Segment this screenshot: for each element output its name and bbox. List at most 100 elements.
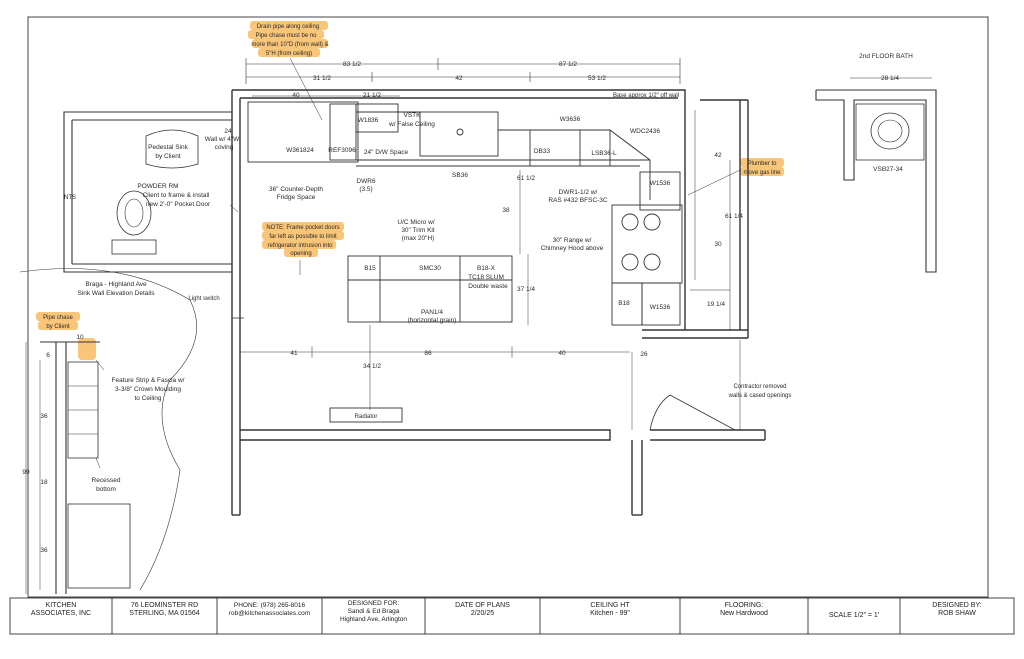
break-line (19, 268, 197, 591)
label-smc30: SMC30 (419, 265, 441, 272)
label-double-waste: Double waste (468, 283, 508, 290)
label-powder-door: new 2'-0" Pocket Door (146, 201, 211, 208)
pipe-chase-line2: by Client (46, 324, 70, 330)
nts-label: NTS (64, 195, 76, 201)
tb-phone: PHONE: (978) 265-8016 rob@kitchenassocia… (217, 602, 322, 618)
label-elev-title: Braga - Highland Ave (85, 281, 147, 288)
dim-21: 21 1/2 (363, 92, 381, 99)
dim-24: 24 (224, 128, 232, 135)
dim-38: 38 (502, 207, 510, 214)
dim-37: 37 1/4 (517, 286, 535, 293)
base-wall-note: Base approx 1/2" off wall (613, 93, 679, 99)
label-wall-coving: Wall w/ 4"W (205, 136, 240, 143)
elev-dim-36a: 36 (40, 413, 48, 420)
dim-19: 19 1/4 (707, 301, 725, 308)
dim-top-83: 83 1/2 (343, 61, 361, 68)
tb-address: 76 LEOMINSTER RD STERLING, MA 01564 (112, 602, 217, 618)
label-micro-1: U/C Micro w/ (397, 219, 434, 226)
label-bottom: bottom (96, 486, 116, 493)
drain-note-line1: Drain pipe along ceiling (257, 24, 319, 30)
label-dwr1: DWR1-1/2 w/ (559, 189, 598, 196)
tb-ceiling: CEILING HT Kitchen - 99" (540, 602, 680, 618)
top-dimensions (245, 58, 681, 97)
label-tc18: TC18 SLUM (468, 274, 504, 281)
tb-ceiling-value: Kitchen - 99" (590, 610, 630, 617)
contractor-note-line2: walls & cased openings (728, 393, 792, 399)
tb-scale: SCALE 1/2" = 1' (808, 612, 900, 620)
tb-client-name: Sandi & Ed Braga (347, 608, 400, 615)
label-crown: 3-3/8" Crown Moulding (115, 386, 181, 393)
label-pedestal-client: by Client (155, 153, 180, 160)
label-dwr6-size: (3.5) (359, 186, 372, 193)
radiator-label: Radiator (355, 414, 378, 420)
label-recessed: Recessed (92, 477, 121, 484)
tb-address-line2: STERLING, MA 01564 (129, 610, 200, 617)
tb-date: DATE OF PLANS 2/20/25 (425, 602, 540, 618)
dim-top-53: 53 1/2 (588, 75, 606, 82)
contractor-note-line1: Contractor removed (733, 384, 786, 390)
tb-address-line1: 76 LEOMINSTER RD (130, 602, 199, 609)
dim-61: 61 1/2 (517, 175, 535, 182)
tb-company-line2: ASSOCIATES, INC (30, 610, 92, 617)
label-vstk-ceiling: w/ False Ceiling (388, 121, 435, 128)
label-hood: Chimney Hood above (541, 245, 604, 252)
label-bath-title: 2nd FLOOR BATH (859, 53, 913, 60)
cabinet-labels: W361824 REF3096 W1836 VSTK w/ False Ceil… (77, 53, 913, 493)
dim-top-87: 87 1/2 (559, 61, 577, 68)
powder-room (63, 111, 232, 273)
label-feature-strip: Feature Strip & Fascia w/ (112, 377, 185, 384)
label-dw-space: 24" D/W Space (364, 149, 409, 156)
radiator (329, 407, 403, 423)
tb-company: KITCHEN ASSOCIATES, INC (10, 602, 112, 618)
label-ras: RAS #432 BFSC-3C (548, 197, 608, 204)
elevation-detail (25, 341, 131, 594)
drain-note-line2: Pipe chase must be no (255, 33, 317, 39)
label-fridge-2: Fridge Space (277, 194, 316, 201)
elev-dim-6: 6 (46, 352, 50, 359)
pocket-note-line2: far left as possible to limit (269, 234, 337, 240)
tb-designer: DESIGNED BY: ROB SHAW (900, 602, 1014, 618)
label-w1536-upper: W1536 (650, 180, 671, 187)
label-ref3096: REF3096 (328, 147, 356, 154)
highlight-marks (36, 21, 784, 360)
label-b15: B15 (364, 265, 376, 272)
dim-40: 40 (292, 92, 300, 99)
dim-42: 42 (714, 152, 722, 159)
dim-30: 30 (714, 241, 722, 248)
pipe-chase-line1: Pipe chase (43, 315, 73, 321)
tb-date-value: 2/20/25 (470, 610, 495, 617)
elev-dim-36b: 36 (40, 547, 48, 554)
tb-client-address: Highland Ave, Arlington (339, 616, 408, 623)
label-db33: DB33 (534, 148, 551, 155)
kitchen-walls (231, 89, 766, 516)
dim-40b: 40 (558, 350, 566, 357)
notes: Drain pipe along ceiling Pipe chase must… (43, 24, 791, 420)
label-vstk: VSTK (404, 112, 422, 119)
label-pedestal-sink: Pedestal Sink (148, 144, 188, 151)
tb-flooring-label: FLOORING: (724, 602, 764, 609)
label-powder-rm: POWDER RM (137, 183, 178, 190)
dim-34: 34 1/2 (363, 363, 381, 370)
dimension-text: 83 1/2 87 1/2 31 1/2 42 53 1/2 40 21 1/2… (22, 61, 899, 554)
tb-company-line1: KITCHEN (45, 602, 77, 609)
tb-scale-value: SCALE 1/2" = 1' (828, 612, 880, 619)
pocket-note-line1: NOTE: Frame pocket doors (266, 225, 339, 231)
dim-top-42: 42 (455, 75, 463, 82)
bath-plan (815, 77, 937, 273)
label-coving: coving (215, 144, 234, 151)
drain-note-line3: more than 10"D (from wall) & (251, 42, 328, 48)
label-range: 30" Range w/ (553, 237, 592, 244)
label-dwr6: DWR6 (356, 178, 376, 185)
label-w1836: W1836 (358, 117, 379, 124)
label-sb36: SB36 (452, 172, 468, 179)
dim-bath-28: 28 1/4 (881, 75, 899, 82)
label-pan: PAN1/4 (421, 309, 443, 316)
elev-dim-99: 99 (22, 469, 30, 476)
tb-designed-for-label: DESIGNED FOR: (347, 600, 400, 607)
label-lsb36: LSB36-L (591, 150, 617, 157)
tb-date-label: DATE OF PLANS (455, 602, 510, 609)
door-swing (649, 394, 736, 431)
label-micro-3: (max 20"H) (402, 235, 435, 242)
label-elev-subtitle: Sink Wall Elevation Details (77, 290, 155, 297)
